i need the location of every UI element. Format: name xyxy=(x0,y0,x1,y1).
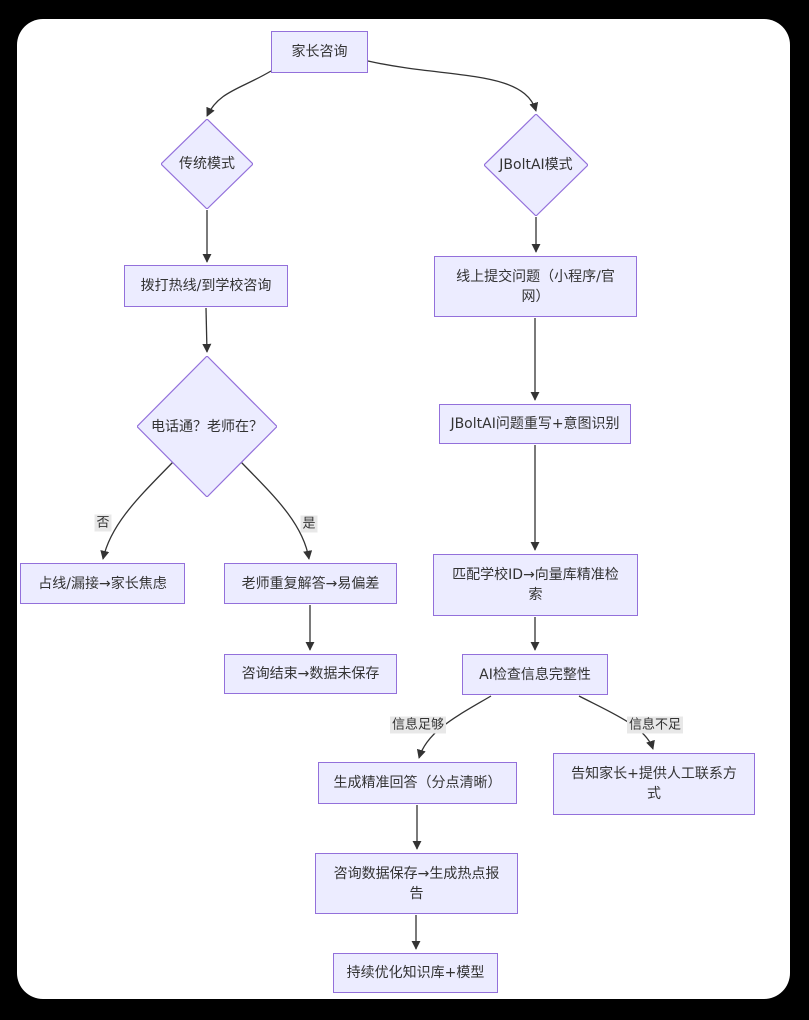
node-consult-end-unsaved: 咨询结束→数据未保存 xyxy=(224,654,397,694)
node-generate-answer: 生成精准回答（分点清晰） xyxy=(318,762,517,804)
edge-root-to-jboltai xyxy=(367,60,539,112)
node-label: 电话通？老师在？ xyxy=(151,418,263,435)
node-save-data-report: 咨询数据保存→生成热点报告 xyxy=(315,853,518,914)
node-teacher-repeat-bias: 老师重复解答→易偏差 xyxy=(224,563,397,604)
edge-hotline-to-check xyxy=(202,307,212,353)
edge-root-to-traditional xyxy=(206,70,272,117)
node-label: JBoltAI问题重写+意图识别 xyxy=(450,416,620,432)
node-label: 老师重复解答→易偏差 xyxy=(241,575,380,592)
node-label: 占线/漏接→家长焦虑 xyxy=(38,575,167,592)
node-online-submit: 线上提交问题（小程序/官网） xyxy=(434,256,637,317)
node-label: 传统模式 xyxy=(179,156,235,172)
node-match-school-search: 匹配学校ID→向量库精准检索 xyxy=(433,554,638,616)
node-traditional-mode: 传统模式 xyxy=(161,119,253,209)
decision-phone-teacher-check: 电话通？老师在？ xyxy=(137,356,277,497)
node-call-hotline: 拨打热线/到学校咨询 xyxy=(124,265,288,307)
node-ai-completeness-check: AI检查信息完整性 xyxy=(462,654,608,695)
node-label: 持续优化知识库+模型 xyxy=(346,965,485,981)
node-label: 家长咨询 xyxy=(291,44,348,60)
diamond-shape xyxy=(161,119,253,209)
edge-check-yes-to-repeat xyxy=(240,461,313,560)
node-rewrite-intent: JBoltAI问题重写+意图识别 xyxy=(439,404,631,444)
node-parent-inquiry: 家长咨询 xyxy=(271,31,368,73)
node-busy-missed-anxiety: 占线/漏接→家长焦虑 xyxy=(20,563,185,604)
diamond-shape xyxy=(484,114,588,216)
node-label: 咨询数据保存→生成热点报告 xyxy=(333,865,500,902)
edge-label-no: 否 xyxy=(94,514,112,532)
flowchart-canvas: 家长咨询 传统模式 JBoltAI模式 拨打热线/到学校咨询 电话通？老师在？ … xyxy=(17,19,790,999)
node-label: 告知家长+提供人工联系方式 xyxy=(571,766,737,802)
node-label: 线上提交问题（小程序/官网） xyxy=(456,268,615,305)
edge-label-info-insufficient: 信息不足 xyxy=(626,716,684,734)
edge-aicheck-insufficient-to-notify xyxy=(578,695,655,750)
node-label: 拨打热线/到学校咨询 xyxy=(140,278,272,294)
node-label: JBoltAI模式 xyxy=(499,157,573,173)
node-optimize-knowledge: 持续优化知识库+模型 xyxy=(333,953,498,993)
node-label: 咨询结束→数据未保存 xyxy=(241,666,380,682)
diamond-shape xyxy=(137,356,277,497)
node-label: 匹配学校ID→向量库精准检索 xyxy=(452,567,619,603)
edge-label-info-enough: 信息足够 xyxy=(389,716,447,734)
node-notify-manual-contact: 告知家长+提供人工联系方式 xyxy=(553,753,755,815)
flowchart-edges xyxy=(100,60,655,950)
node-label: AI检查信息完整性 xyxy=(479,666,591,683)
node-jboltai-mode: JBoltAI模式 xyxy=(484,114,588,216)
node-label: 生成精准回答（分点清晰） xyxy=(333,775,502,791)
edge-label-yes: 是 xyxy=(300,515,318,533)
edge-check-no-to-busy xyxy=(100,461,174,560)
